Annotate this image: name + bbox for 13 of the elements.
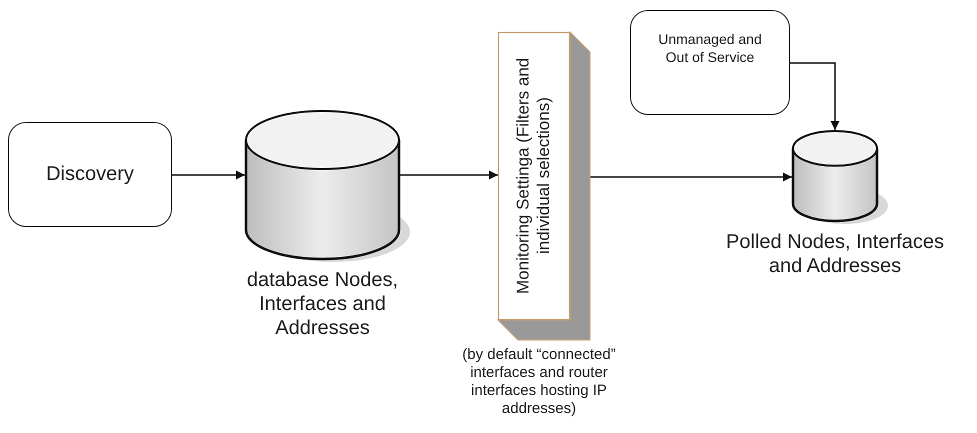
box-label: Discovery bbox=[45, 162, 135, 187]
arrow bbox=[172, 170, 245, 180]
cylinder-caption: database Nodes, Interfaces and Addresses bbox=[246, 268, 400, 340]
cylinder-caption: Polled Nodes, Interfaces and Addresses bbox=[725, 230, 945, 278]
process-box bbox=[8, 122, 172, 227]
arrow bbox=[790, 62, 840, 130]
filter-block bbox=[498, 32, 590, 340]
note-text: (by default “connected” interfaces and router interfaces hosting IP addresses) bbox=[461, 346, 617, 418]
arrow bbox=[400, 170, 498, 180]
process-box bbox=[630, 10, 790, 115]
box-label: Unmanaged and Out of Service bbox=[657, 31, 763, 66]
vertical-label: Monitoring Settinga (Filters and individual selections) bbox=[512, 56, 554, 296]
arrow bbox=[590, 172, 792, 182]
